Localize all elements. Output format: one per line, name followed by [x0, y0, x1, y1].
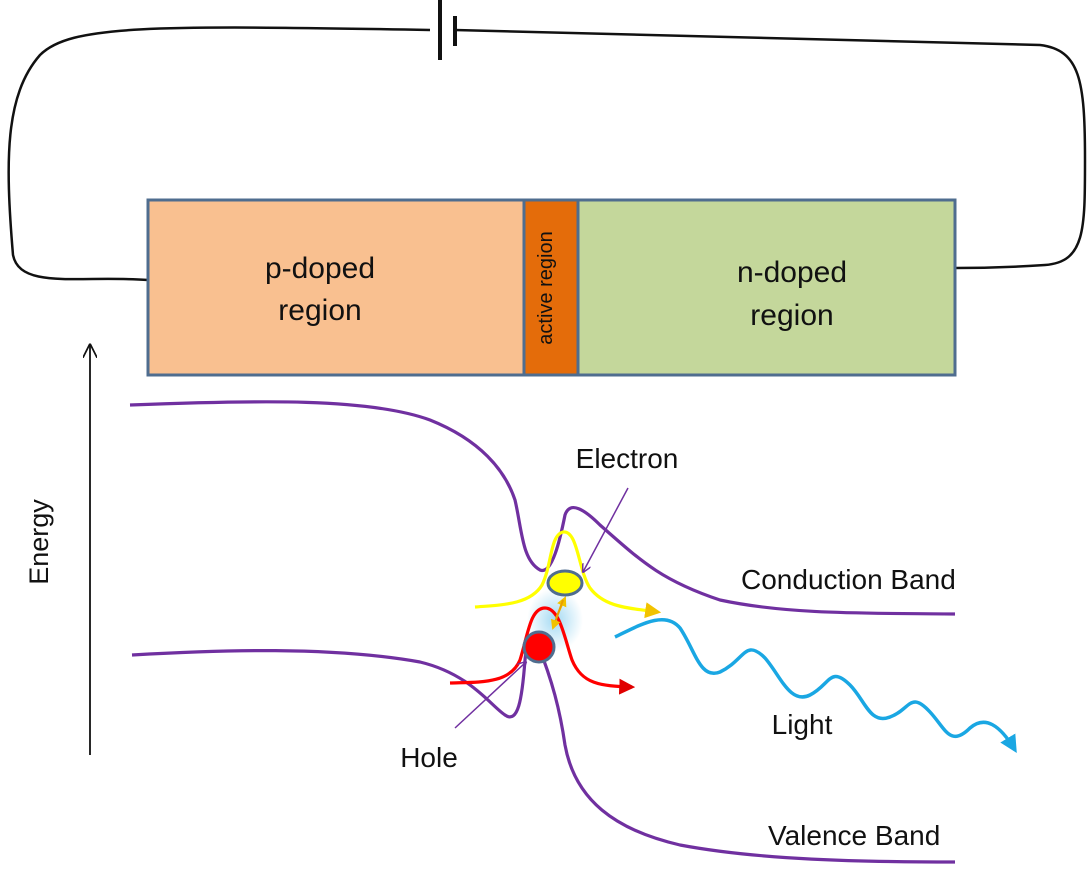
n-doped-label-line2: region — [750, 299, 833, 332]
electron-label: Electron — [576, 443, 679, 474]
p-doped-region — [146, 198, 526, 377]
hole-pointer-arrow — [454, 662, 526, 729]
electron-wavefunction — [474, 530, 662, 619]
energy-axis-label: Energy — [24, 499, 54, 585]
hole-wavefunction — [449, 606, 636, 695]
conduction-band-label: Conduction Band — [741, 564, 956, 595]
valence-band-label: Valence Band — [768, 820, 940, 851]
active-region — [522, 198, 580, 377]
n-doped-label-line1: n-doped — [737, 256, 847, 289]
electron-pointer-arrow — [583, 487, 629, 572]
hole-particle — [522, 630, 556, 664]
light-wave — [614, 617, 1017, 754]
n-doped-region — [576, 198, 957, 377]
hole-label: Hole — [400, 742, 458, 773]
p-doped-label-line1: p-doped — [265, 252, 375, 285]
light-label: Light — [772, 709, 833, 740]
recombination-arrow-down — [550, 599, 564, 630]
electron-particle — [546, 569, 584, 597]
p-doped-label-line2: region — [278, 294, 361, 327]
conduction-band — [129, 400, 956, 616]
circuit-wire — [7, 26, 1087, 282]
active-region-label: active region — [535, 231, 557, 344]
